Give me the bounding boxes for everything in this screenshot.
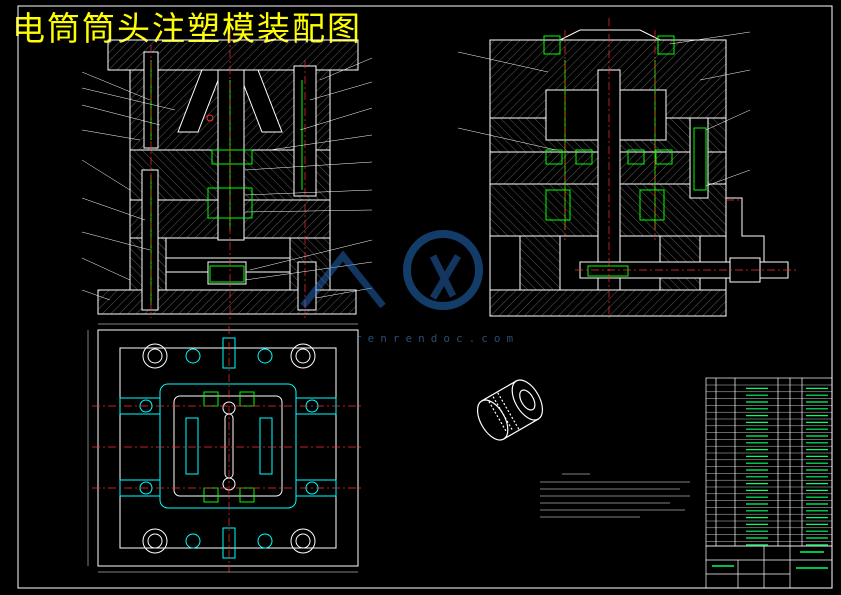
plan-centerlines xyxy=(92,326,364,572)
watermark-url: renrendoc.com xyxy=(355,332,520,345)
isometric-part xyxy=(476,379,544,441)
left-centerlines xyxy=(150,34,306,320)
left-leader-lines xyxy=(81,57,373,301)
drawing-frame xyxy=(17,5,833,589)
parts-list xyxy=(705,377,833,547)
parts-list-entries xyxy=(746,387,828,546)
right-leader-lines xyxy=(457,31,751,187)
plan-view xyxy=(97,329,359,567)
technical-notes xyxy=(540,473,690,518)
plan-dimension-lines xyxy=(87,323,358,573)
right-centerlines xyxy=(564,18,798,318)
title-block xyxy=(705,545,833,589)
left-section-view xyxy=(97,39,359,315)
parts-list-rows xyxy=(706,384,832,542)
right-section-view xyxy=(489,29,789,317)
